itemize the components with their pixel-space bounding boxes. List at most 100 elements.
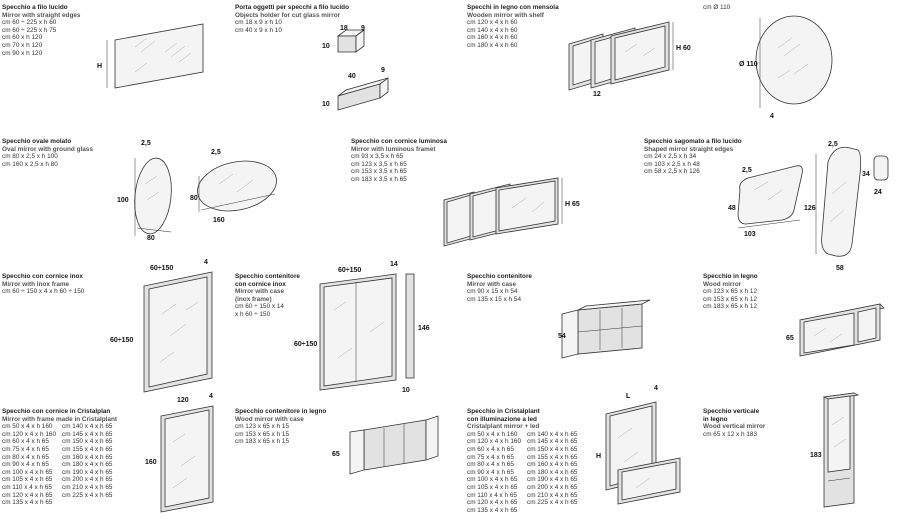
product-title: Specchio ovale molato (2, 138, 72, 145)
product-subtitle-en-2: (inox frame) (235, 295, 272, 303)
drawing-wood-mirror-case: 65 (332, 415, 439, 475)
size-line: cm 153 x 65 x h 12 (703, 295, 757, 303)
size-line: cm 120 x 4 x h 160 (2, 430, 56, 438)
size-line: cm 90 x 4 x h 65 (467, 468, 514, 476)
dim-depth: 2,5 (141, 140, 151, 147)
size-line: cm 123 x 65 x h 12 (703, 288, 757, 296)
dim-depth: 4 (209, 393, 213, 400)
product-title: Specchio in Cristalplant (467, 408, 540, 415)
dim-width-3: 24 (874, 189, 882, 196)
size-line: cm 105 x 4 x h 65 (467, 483, 518, 491)
size-column: cm 50 x 4 x h 160 cm 120 x 4 x h 160 cm … (467, 431, 521, 515)
product-p15: Specchio verticale in legno Wood vertica… (703, 408, 765, 438)
product-subtitle: Mirror with straight edges (2, 11, 81, 19)
size-line: cm 145 x 4 x h 65 (527, 438, 578, 446)
dim-height: H 60 (676, 45, 691, 52)
size-line: cm 90 x h 120 (2, 49, 43, 57)
product-subtitle: in legno (703, 415, 728, 423)
dim-height: 160 (145, 459, 157, 466)
product-title: Specchio verticale (703, 408, 760, 415)
product-title: Specchio con cornice luminosa (351, 138, 447, 145)
dim-height-side: 146 (418, 325, 430, 332)
product-subtitle: Objects holder for cut glass mirror (235, 11, 341, 19)
product-title: Specchio sagomato a filo lucido (644, 138, 742, 145)
size-line: cm 105 x 4 x h 65 (2, 476, 53, 484)
product-p1: Specchio a filo lucido Mirror with strai… (2, 4, 80, 57)
size-line: cm 160 x 4 x h 65 (62, 453, 113, 461)
size-line: cm 75 x 4 x h 65 (2, 445, 49, 453)
dim-depth-small: 9 (361, 25, 365, 32)
product-subtitle: Mirror with frame made in Cristalplant (2, 415, 118, 423)
size-line: cm 65 x 12 x h 183 (703, 430, 757, 438)
size-line: cm 225 x 4 x h 65 (62, 491, 113, 499)
dim-height-horizontal: 80 (190, 195, 198, 202)
drawing-object-holder: 18 9 10 40 9 10 (322, 25, 389, 111)
size-line: cm 135 x 4 x h 65 (2, 499, 53, 507)
size-line: cm 123 x 3,5 x h 65 (351, 160, 407, 168)
drawing-wooden-mirror-shelf: H 60 12 (568, 21, 691, 98)
drawing-mirror-case-open: 54 (558, 299, 651, 359)
dim-width-vertical: 80 (147, 235, 155, 242)
drawing-luminous-frame-mirrors: H 65 (443, 177, 580, 247)
drawing-straight-mirror: H (97, 23, 204, 89)
dim-depth: 4 (654, 385, 658, 392)
dim-height: 183 (810, 452, 822, 459)
dim-height-3: 34 (862, 171, 870, 178)
size-line: cm 225 x 4 x h 65 (527, 499, 578, 507)
size-line: cm 60 x 4 x h 65 (2, 438, 49, 446)
dim-width-horizontal: 160 (213, 217, 225, 224)
dim-height: 60÷150 (110, 337, 133, 344)
dim-depth: 12 (593, 91, 601, 98)
dim-diameter: Ø 110 (739, 61, 758, 68)
size-line: cm 120 x 4 x h 160 (467, 438, 521, 446)
size-columns: cm 50 x 4 x h 160 cm 120 x 4 x h 160 cm … (2, 423, 117, 507)
size-line: cm 120 x 4 x h 65 (2, 491, 53, 499)
product-subtitle: con illuminazione a led (467, 415, 537, 423)
dim-height: H (596, 453, 601, 460)
size-line: cm 24 x 2,5 x h 34 (644, 153, 697, 161)
product-title: Specchio contenitore (467, 273, 532, 280)
drawing-inox-frame-mirror: 60÷150 4 60÷150 (110, 259, 213, 393)
dim-height: H (97, 63, 102, 70)
size-line: cm 90 x 15 x h 54 (467, 288, 518, 296)
size-line: cm 180 x 4 x h 60 (467, 41, 518, 49)
size-line: cm 90 x 4 x h 65 (2, 461, 49, 469)
product-subtitle: Mirror with inox frame (2, 280, 70, 288)
size-line: cm 210 x 4 x h 65 (527, 491, 578, 499)
dim-height: H 65 (565, 201, 580, 208)
product-title: Specchio con cornice inox (2, 273, 83, 280)
size-line: cm 50 x 4 x h 160 (467, 430, 518, 438)
size-line: cm 140 x 4 x h 65 (527, 430, 578, 438)
size-line: cm 155 x 4 x h 65 (62, 445, 113, 453)
product-subtitle: Mirror with luminous framet (351, 145, 436, 153)
size-columns: cm 50 x 4 x h 160 cm 120 x 4 x h 160 cm … (467, 431, 577, 515)
product-title: Specchio contenitore (235, 273, 300, 280)
drawing-round-mirror: Ø 110 4 (739, 15, 833, 120)
dim-height-2: 126 (804, 205, 816, 212)
size-line: cm 58 x 2,5 x h 126 (644, 168, 700, 176)
product-p12: Specchio con cornice in Cristalplan Mirr… (2, 408, 117, 507)
product-title: Porta oggetti per specchi a filo lucido (235, 4, 349, 11)
product-p2: Porta oggetti per specchi a filo lucido … (235, 4, 349, 34)
dim-depth: 14 (390, 261, 398, 268)
product-p9: Specchio contenitore con cornice inox Mi… (235, 273, 300, 319)
dim-height: 65 (332, 451, 340, 458)
product-p11: Specchio in legno Wood mirror cm 123 x 6… (703, 273, 758, 311)
dim-width: L (626, 393, 631, 400)
size-line: cm 160 x 2,5 x h 80 (2, 160, 58, 168)
size-line: cm 135 x 4 x h 65 (467, 506, 518, 514)
size-line: cm 123 x 65 x h 15 (235, 423, 289, 431)
dim-height: 60÷150 (294, 341, 317, 348)
size-line: cm 190 x 4 x h 65 (527, 476, 578, 484)
size-line: cm 150 x 4 x h 65 (527, 445, 578, 453)
size-line: cm 155 x 4 x h 65 (527, 453, 578, 461)
dim-depth-horizontal: 2,5 (211, 149, 221, 156)
dim-width: 60÷150 (338, 267, 361, 274)
product-p3: Specchi in legno con mensola Wooden mirr… (467, 4, 559, 50)
size-line: cm 60 x 4 x h 65 (467, 445, 514, 453)
drawing-inox-mirror-case: 60÷150 14 60÷150 146 10 (294, 261, 430, 394)
drawing-cristalplant-frame-mirror: 120 4 160 (145, 393, 214, 513)
size-line: cm 110 x 4 x h 65 (2, 483, 52, 491)
product-p7: Specchio sagomato a filo lucido Shaped m… (644, 138, 742, 176)
dim-height-vertical: 100 (117, 197, 129, 204)
